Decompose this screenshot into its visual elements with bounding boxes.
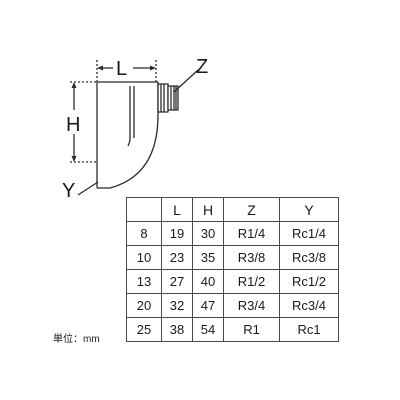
dimension-l	[96, 60, 157, 82]
elbow-body	[96, 81, 179, 189]
table-cell: Rc1/4	[279, 221, 339, 246]
leader-y	[77, 181, 99, 196]
table-cell: 20	[126, 293, 162, 318]
header-cell: Y	[279, 197, 339, 222]
table-cell: 47	[192, 293, 224, 318]
table-row: 10 23 35 R3/8 Rc3/8	[126, 245, 339, 270]
table-cell: 27	[161, 269, 193, 294]
table-cell: 10	[126, 245, 162, 270]
table-header-row: L H Z Y	[126, 197, 339, 222]
header-cell: L	[161, 197, 193, 222]
table-cell: R1/2	[223, 269, 280, 294]
table-cell: 13	[126, 269, 162, 294]
table-row: 13 27 40 R1/2 Rc1/2	[126, 269, 339, 294]
table-cell: Rc1	[279, 317, 339, 342]
table-cell: 8	[126, 221, 162, 246]
table-cell: 30	[192, 221, 224, 246]
header-cell: H	[192, 197, 224, 222]
header-cell	[126, 197, 162, 222]
table-cell: 23	[161, 245, 193, 270]
label-z: Z	[196, 56, 208, 78]
label-h: H	[66, 114, 80, 136]
table-cell: R1	[223, 317, 280, 342]
header-cell: Z	[223, 197, 280, 222]
table-cell: 19	[161, 221, 193, 246]
table-row: 8 19 30 R1/4 Rc1/4	[126, 221, 339, 246]
table-row: 20 32 47 R3/4 Rc3/4	[126, 293, 339, 318]
label-y: Y	[62, 180, 75, 202]
table-cell: Rc3/4	[279, 293, 339, 318]
dimension-h	[70, 81, 96, 163]
table-cell: Rc1/2	[279, 269, 339, 294]
table-cell: R1/4	[223, 221, 280, 246]
table-cell: 25	[126, 317, 162, 342]
table-cell: 54	[192, 317, 224, 342]
table-cell: R3/4	[223, 293, 280, 318]
table-cell: 40	[192, 269, 224, 294]
table-cell: 38	[161, 317, 193, 342]
table-row: 25 38 54 R1 Rc1	[126, 317, 339, 342]
table-cell: Rc3/8	[279, 245, 339, 270]
table-cell: R3/8	[223, 245, 280, 270]
leader-z	[173, 69, 199, 93]
table-cell: 35	[192, 245, 224, 270]
label-l: L	[116, 58, 127, 80]
table-cell: 32	[161, 293, 193, 318]
spec-table: L H Z Y 8 19 30 R1/4 Rc1/4 10 23 35 R3/8…	[126, 197, 339, 342]
unit-label: 単位：mm	[53, 334, 100, 345]
